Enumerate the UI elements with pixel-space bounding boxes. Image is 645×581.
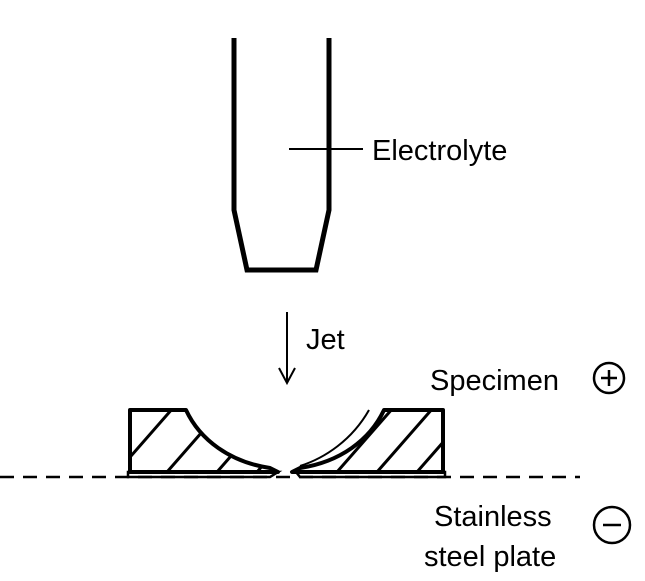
nozzle <box>231 38 332 273</box>
minus-polarity-icon <box>592 505 632 545</box>
electrolyte-label: Electrolyte <box>372 135 507 167</box>
plus-polarity-icon <box>592 361 626 395</box>
plate-label-line1: Stainless <box>434 501 552 533</box>
specimen-label: Specimen <box>430 365 559 397</box>
plate-label-line2: steel plate <box>424 541 556 573</box>
specimen-left <box>126 408 283 479</box>
jet-arrow-icon <box>278 312 296 386</box>
specimen-right <box>290 408 447 479</box>
jet-label: Jet <box>306 324 345 356</box>
